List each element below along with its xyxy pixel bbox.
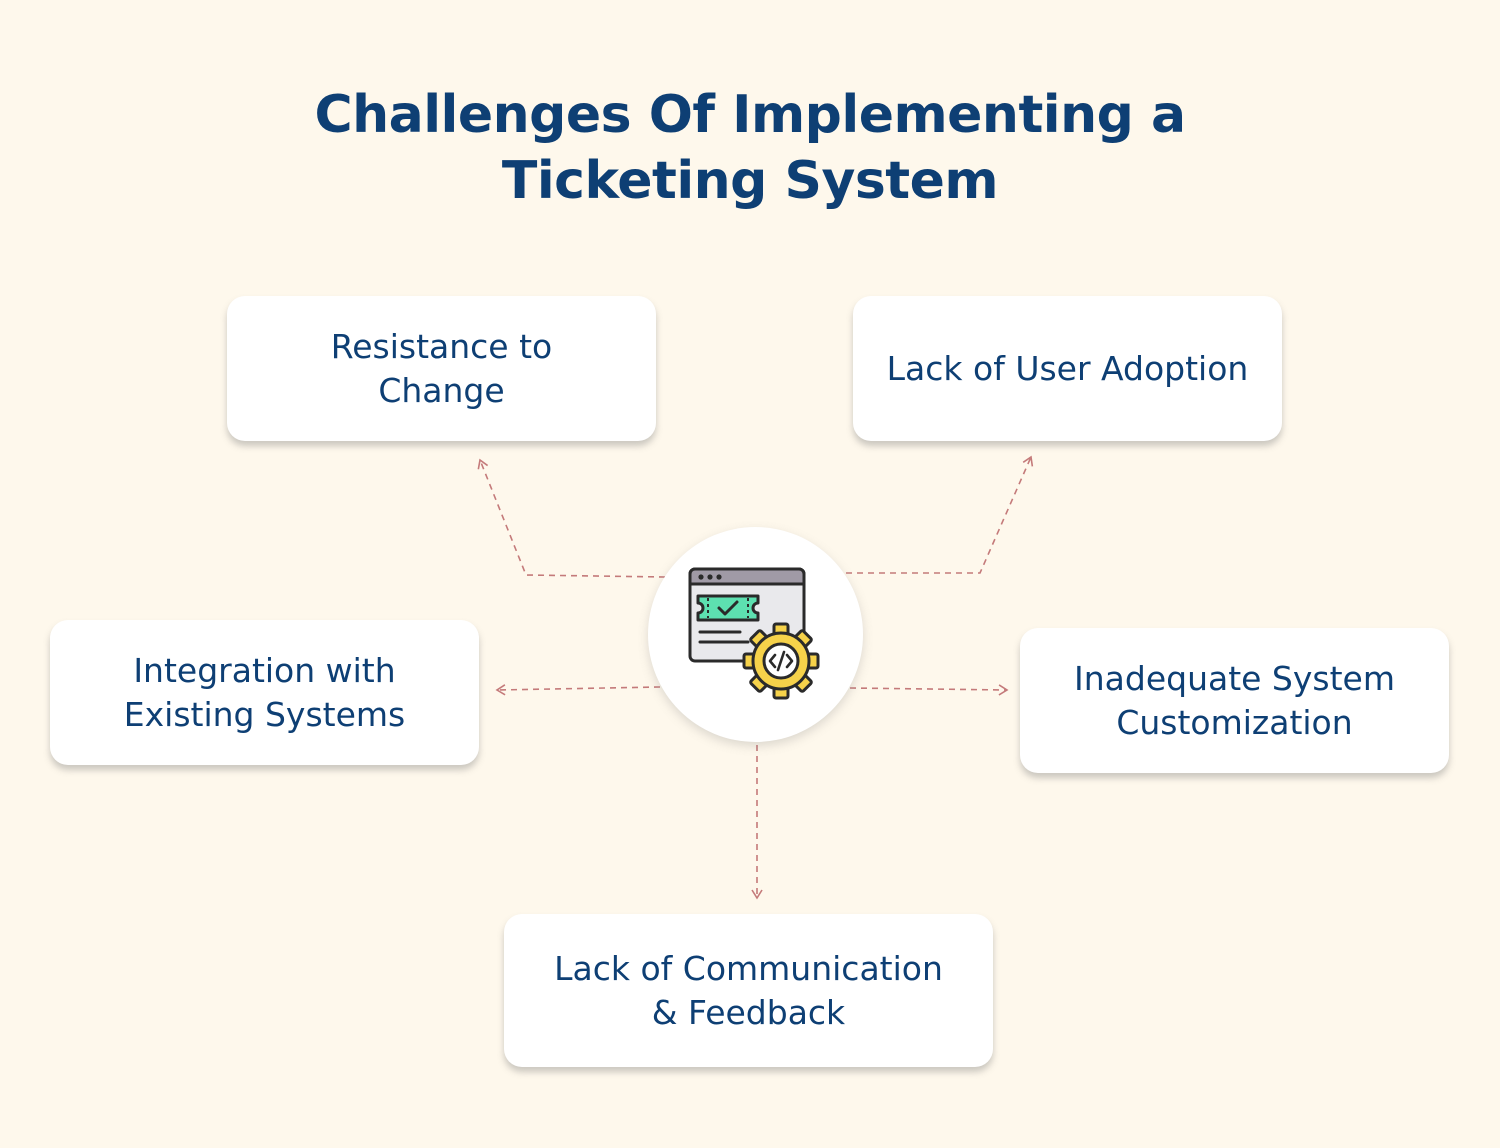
ticket-system-gear-code-icon [688, 567, 820, 700]
challenge-label: Resistance to Change [330, 326, 553, 410]
connector-to-integration [495, 684, 661, 696]
title-line-2: Ticketing System [501, 151, 999, 211]
challenge-label: Integration with Existing Systems [123, 650, 406, 734]
challenge-card-integration: Integration with Existing Systems [50, 620, 479, 765]
challenge-card-customization: Inadequate System Customization [1020, 628, 1449, 773]
connector-to-user-adoption [846, 455, 1034, 574]
page-title: Challenges Of Implementing a Ticketing S… [0, 82, 1500, 214]
challenge-card-communication: Lack of Communication & Feedback [504, 914, 993, 1067]
challenge-card-user-adoption: Lack of User Adoption [853, 296, 1282, 441]
central-hub [648, 527, 863, 742]
challenge-card-resistance: Resistance to Change [227, 296, 656, 441]
title-line-1: Challenges Of Implementing a [314, 85, 1186, 145]
connector-to-customization [849, 684, 1009, 696]
challenge-label: Lack of Communication & Feedback [554, 948, 943, 1032]
challenge-label: Inadequate System Customization [1074, 658, 1395, 742]
connector-to-resistance [477, 458, 666, 578]
challenge-label: Lack of User Adoption [886, 348, 1249, 388]
